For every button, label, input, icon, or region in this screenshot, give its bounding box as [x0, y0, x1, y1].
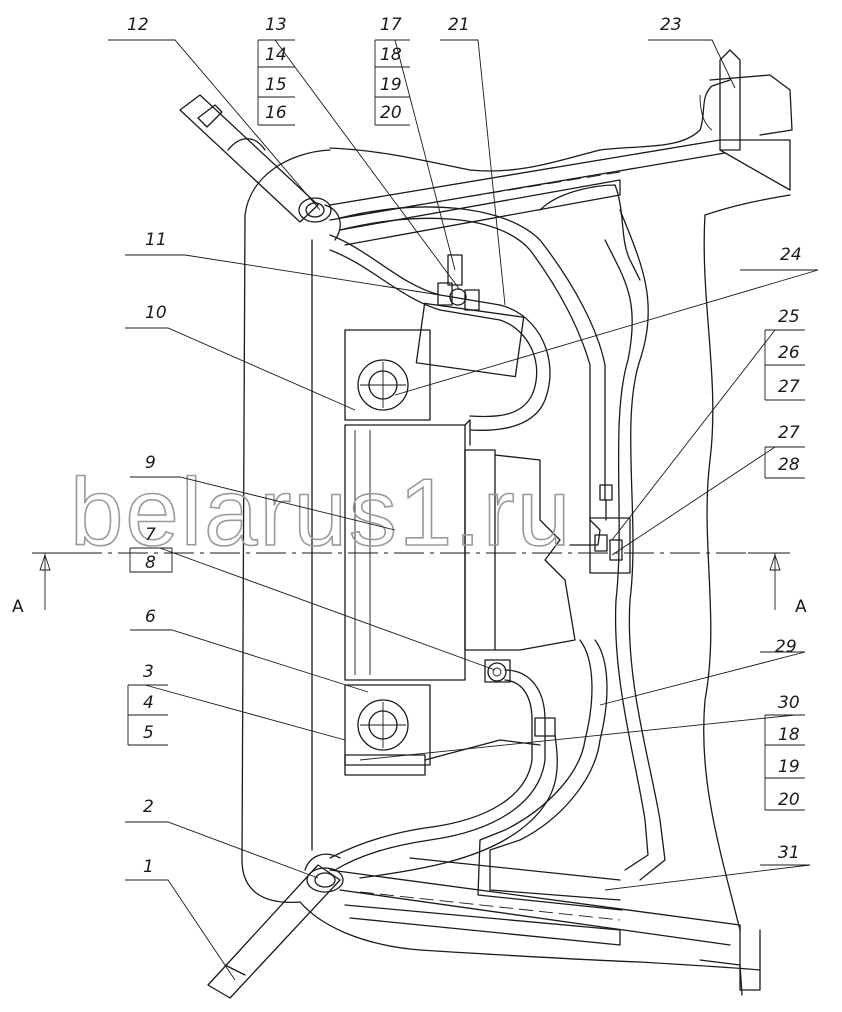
- leader-lines: [108, 39, 819, 981]
- callout-12: 12: [127, 15, 149, 35]
- cab-outline: [241, 79, 791, 971]
- fittings: [437, 254, 631, 737]
- callout-21: 21: [448, 15, 470, 35]
- top-duct: [329, 49, 793, 246]
- heater-block: [344, 302, 576, 776]
- callout-2: 2: [143, 797, 154, 817]
- bottom-duct: [329, 857, 761, 996]
- callout-labels: 12 13 14 15 16 17 18 19 20 21 23 11 10 2…: [127, 15, 802, 877]
- callout-3: 3: [143, 662, 154, 682]
- callout-19-bottom: 19: [778, 757, 800, 777]
- callout-5: 5: [143, 723, 154, 743]
- callout-18-bottom: 18: [778, 725, 800, 745]
- callout-18-top: 18: [380, 45, 402, 65]
- callout-15: 15: [265, 75, 287, 95]
- callout-27-b: 27: [778, 423, 800, 443]
- callout-6: 6: [145, 607, 156, 627]
- section-mark-left: A: [12, 597, 24, 617]
- callout-31: 31: [778, 843, 800, 863]
- callout-7: 7: [145, 525, 156, 545]
- callout-9: 9: [145, 453, 156, 473]
- callout-8: 8: [145, 553, 156, 573]
- section-mark-right: A: [795, 597, 807, 617]
- callout-27-a: 27: [778, 377, 800, 397]
- callout-24: 24: [780, 245, 802, 265]
- section-line: [32, 552, 790, 610]
- callout-20-bottom: 20: [778, 790, 800, 810]
- callout-17: 17: [380, 15, 402, 35]
- bottom-left-nozzle: [207, 853, 344, 999]
- callout-11: 11: [145, 230, 167, 250]
- top-left-nozzle: [179, 94, 341, 241]
- callout-25: 25: [778, 307, 800, 327]
- callout-10: 10: [145, 303, 167, 323]
- callout-16: 16: [265, 103, 287, 123]
- callout-30: 30: [778, 693, 800, 713]
- callout-23: 23: [660, 15, 682, 35]
- callout-29: 29: [775, 637, 797, 657]
- callout-14: 14: [265, 45, 287, 65]
- callout-13: 13: [265, 15, 287, 35]
- callout-1: 1: [143, 857, 154, 877]
- callout-20-top: 20: [380, 103, 402, 123]
- callout-19-top: 19: [380, 75, 402, 95]
- callout-28: 28: [778, 455, 800, 475]
- callout-4: 4: [143, 693, 154, 713]
- watermark-text: belarus1.ru: [70, 459, 572, 566]
- callout-26: 26: [778, 343, 800, 363]
